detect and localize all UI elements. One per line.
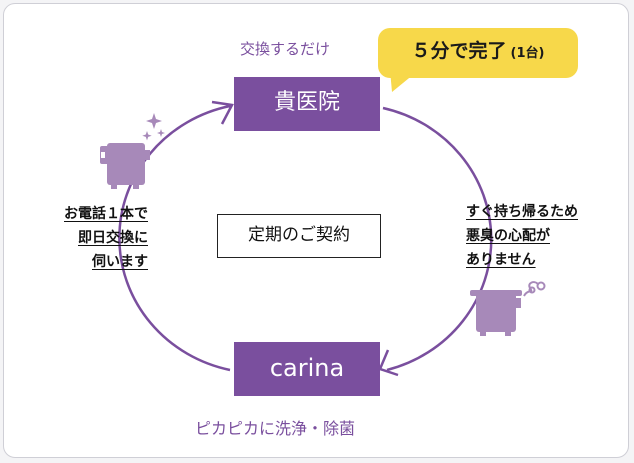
right-line: すぐ持ち帰るため bbox=[466, 204, 578, 220]
arrow-left-arc bbox=[118, 104, 231, 372]
sparkle-icon bbox=[142, 113, 165, 141]
contract-box: 定期のご契約 bbox=[217, 214, 381, 258]
left-line: 伺います bbox=[92, 254, 148, 270]
clean-bin-icon bbox=[100, 143, 150, 189]
time-callout: ５分で完了(1台) bbox=[378, 28, 578, 78]
cleaning-label: ピカピカに洗浄・除菌 bbox=[195, 419, 356, 438]
arrowhead-right bbox=[378, 349, 399, 377]
callout-sub: (1台) bbox=[510, 46, 545, 61]
exchange-label: 交換するだけ bbox=[240, 40, 331, 58]
right-line: 悪臭の心配が bbox=[466, 228, 550, 244]
arrowhead-left bbox=[211, 100, 234, 125]
left-line: お電話１本で bbox=[64, 206, 148, 222]
carina-node: carina bbox=[234, 342, 380, 396]
hospital-node: 貴医院 bbox=[234, 77, 380, 131]
right-line: ありません bbox=[466, 252, 536, 268]
odor-icon bbox=[523, 281, 546, 297]
callout-main: ５分で完了 bbox=[411, 40, 507, 62]
arrow-right-arc bbox=[382, 106, 493, 372]
right-description: すぐ持ち帰るため 悪臭の心配が ありません bbox=[466, 200, 578, 272]
left-description: お電話１本で 即日交換に 伺います bbox=[30, 202, 148, 274]
left-line: 即日交換に bbox=[78, 230, 148, 246]
dirty-bin-icon bbox=[470, 290, 522, 336]
